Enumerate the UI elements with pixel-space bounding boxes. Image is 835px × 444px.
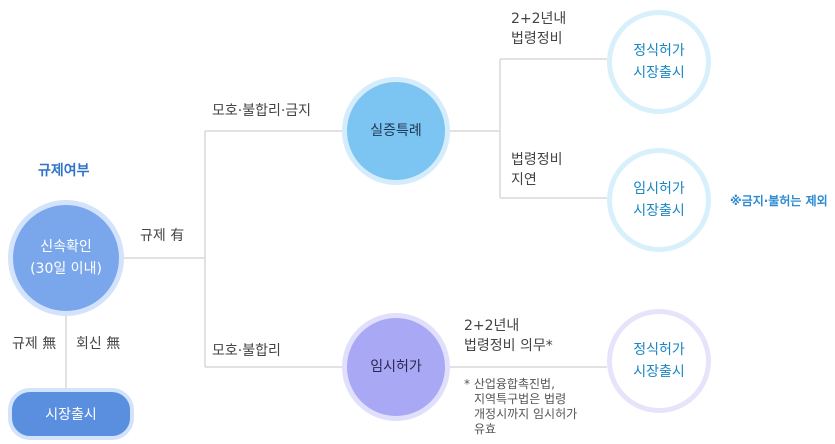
branch-bottom-label: 모호·불합리 xyxy=(212,343,281,359)
regulation-status-title: 규제여부 xyxy=(38,163,90,179)
no-reply-label: 회신 無 xyxy=(76,336,121,352)
footnote-line2: 지역특구법은 법령 xyxy=(474,392,567,406)
quick-check-period: (30일 이내) xyxy=(30,261,102,277)
sandbox-delay-line1: 법령정비 xyxy=(511,152,563,168)
market-launch-label: 시장출시 xyxy=(45,407,97,423)
temporary-permit-label: 임시허가 xyxy=(370,359,422,375)
sandbox-ok-line2: 법령정비 xyxy=(511,31,563,47)
branch-top-label: 모호·불합리·금지 xyxy=(212,103,312,119)
temp-note-line1: 2+2년내 xyxy=(464,318,520,334)
outcome-formal-line1: 정식허가 xyxy=(633,43,685,59)
outcome-temp-line2: 시장출시 xyxy=(633,203,685,219)
outcome-formal2-line1: 정식허가 xyxy=(633,342,685,358)
outcome-formal-line2: 시장출시 xyxy=(633,65,685,81)
footnote-line3: 개정시까지 임시허가 xyxy=(474,407,578,421)
outcome-formal-permit-node: 정식허가 시장출시 xyxy=(607,10,711,114)
exclusion-note: ※금지·불허는 제외 xyxy=(730,194,828,208)
outcome-temp-line1: 임시허가 xyxy=(633,181,685,197)
regulatory-sandbox-label: 실증특례 xyxy=(370,123,422,139)
outcome-formal2-line2: 시장출시 xyxy=(633,364,685,380)
outcome-temporary-permit-node: 임시허가 시장출시 xyxy=(607,148,711,252)
sandbox-delay-line2: 지연 xyxy=(511,172,537,188)
sandbox-ok-line1: 2+2년내 xyxy=(511,11,567,27)
regulatory-sandbox-node: 실증특례 xyxy=(342,77,450,185)
market-launch-node: 시장출시 xyxy=(8,388,134,440)
footnote-line1: * 산업융합촉진법, xyxy=(464,377,555,391)
temporary-permit-node: 임시허가 xyxy=(342,313,450,421)
quick-check-node: 신속확인 (30일 이내) xyxy=(8,200,124,316)
quick-check-label: 신속확인 xyxy=(40,239,92,255)
no-regulation-label: 규제 無 xyxy=(12,336,57,352)
temp-note-line2: 법령정비 의무* xyxy=(464,338,553,354)
footnote-line4: 유효 xyxy=(474,422,497,436)
has-regulation-label: 규제 有 xyxy=(140,228,185,244)
outcome-formal-permit-node-2: 정식허가 시장출시 xyxy=(607,309,711,413)
